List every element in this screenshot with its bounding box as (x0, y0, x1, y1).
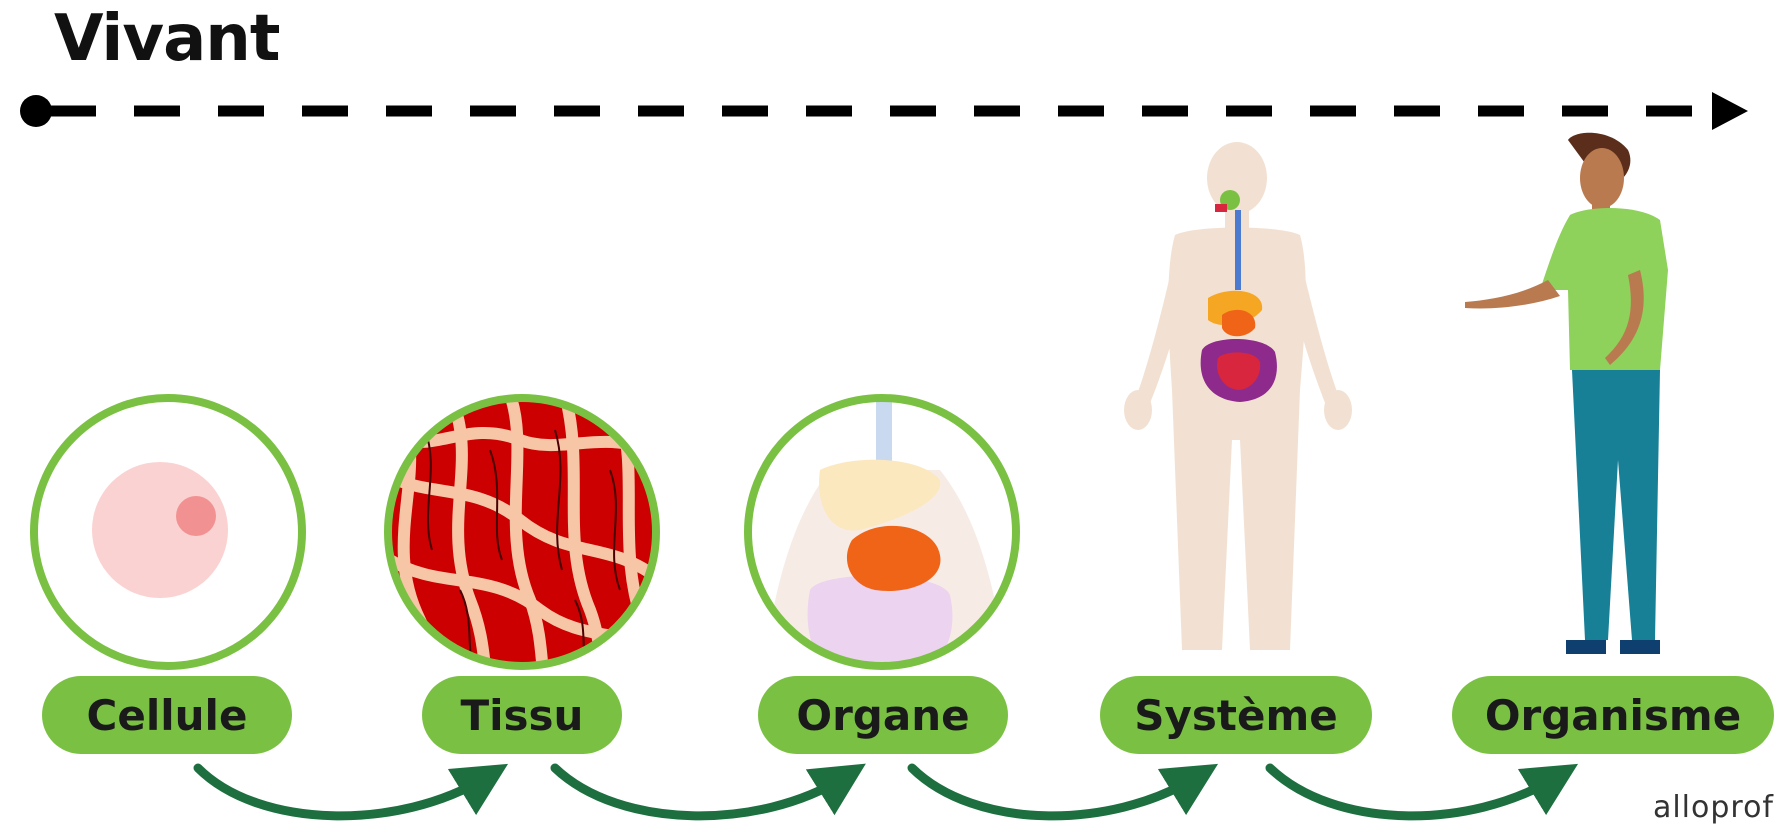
stage-label: Organe (796, 691, 969, 740)
stage-label: Organisme (1485, 691, 1741, 740)
stage-pill-systeme: Système (1100, 676, 1372, 754)
stage-label: Tissu (461, 691, 584, 740)
cell-icon (34, 398, 302, 666)
progression-arrow-3 (912, 768, 1195, 816)
brand-logo: alloprof (1653, 790, 1774, 825)
stage-pill-tissu: Tissu (422, 676, 622, 754)
timeline-start-dot (20, 95, 52, 127)
person-organism-icon (1465, 133, 1668, 654)
progression-arrow-2 (555, 768, 843, 816)
stage-pill-organisme: Organisme (1452, 676, 1774, 754)
stage-pill-cellule: Cellule (42, 676, 292, 754)
stage-label: Système (1134, 691, 1337, 740)
stage-pill-organe: Organe (758, 676, 1008, 754)
stage-label: Cellule (87, 691, 248, 740)
progression-arrow-4 (1270, 768, 1555, 816)
progression-arrow-1 (198, 768, 485, 816)
digestive-system-icon (1124, 142, 1352, 650)
timeline-arrow (20, 92, 1748, 130)
timeline-arrowhead (1712, 92, 1748, 130)
organ-icon (748, 395, 1016, 700)
tissue-icon (380, 395, 660, 700)
